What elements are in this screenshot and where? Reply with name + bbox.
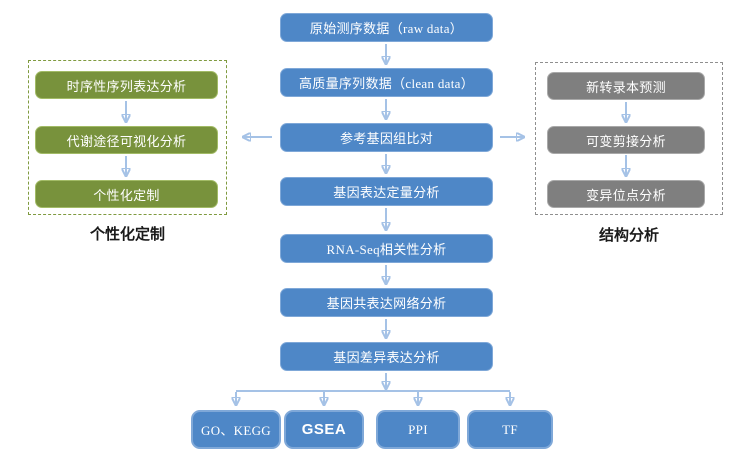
custom-group-frame bbox=[28, 60, 227, 215]
structure-group-frame bbox=[535, 62, 723, 215]
output-box-gsea: GSEA bbox=[284, 410, 364, 449]
structure-box-novel-transcript: 新转录本预测 bbox=[547, 72, 705, 100]
flow-box-genome-alignment: 参考基因组比对 bbox=[280, 123, 493, 152]
custom-box-pathway-visualization: 代谢途径可视化分析 bbox=[35, 126, 218, 154]
output-box-go-kegg: GO、KEGG bbox=[191, 410, 281, 449]
flow-box-clean-data: 高质量序列数据（clean data） bbox=[280, 68, 493, 97]
output-box-tf: TF bbox=[467, 410, 553, 449]
flow-box-coexpression-network: 基因共表达网络分析 bbox=[280, 288, 493, 317]
custom-box-timecourse-expression: 时序性序列表达分析 bbox=[35, 71, 218, 99]
custom-group-caption: 个性化定制 bbox=[89, 226, 165, 243]
output-box-ppi: PPI bbox=[376, 410, 460, 449]
structure-box-variant-site: 变异位点分析 bbox=[547, 180, 705, 208]
structure-box-alternative-splicing: 可变剪接分析 bbox=[547, 126, 705, 154]
flow-box-raw-data: 原始测序数据（raw data） bbox=[280, 13, 493, 42]
flow-box-differential-expression: 基因差异表达分析 bbox=[280, 342, 493, 371]
flow-box-expression-quantification: 基因表达定量分析 bbox=[280, 177, 493, 206]
structure-group-caption: 结构分析 bbox=[598, 227, 659, 244]
flow-box-rnaseq-correlation: RNA-Seq相关性分析 bbox=[280, 234, 493, 263]
custom-box-personalized: 个性化定制 bbox=[35, 180, 218, 208]
